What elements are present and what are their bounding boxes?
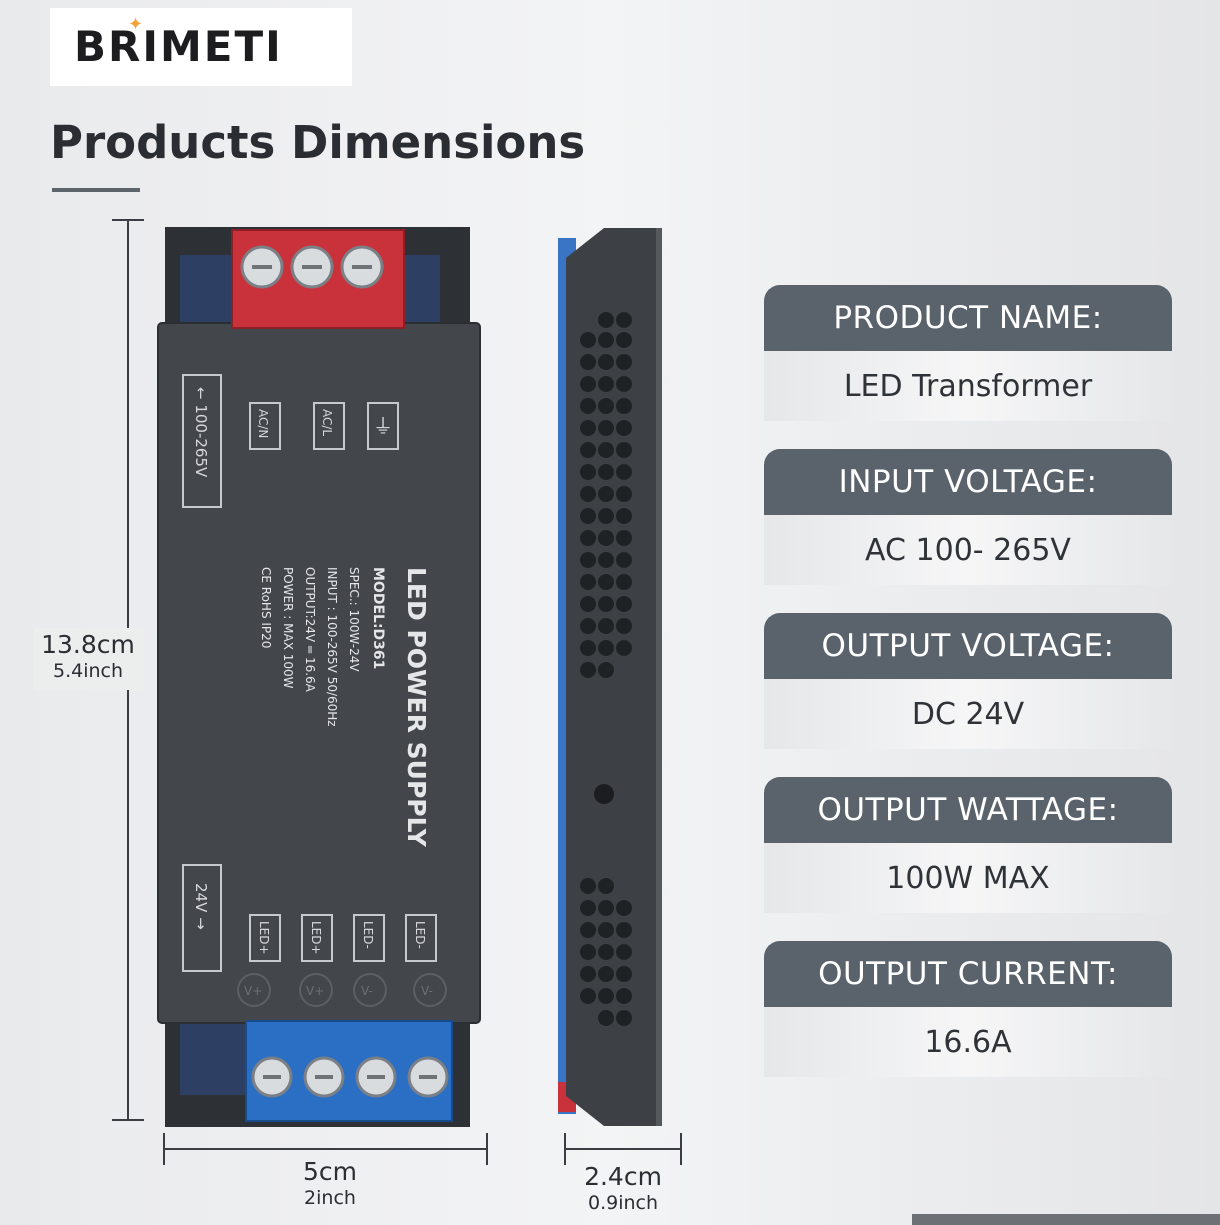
spec-card-output-current: OUTPUT CURRENT: 16.6A	[764, 941, 1172, 1077]
spec-value: AC 100- 265V	[764, 515, 1172, 585]
input-screws	[240, 245, 384, 289]
width-dim-tick-right	[486, 1133, 488, 1165]
width-dim-line	[163, 1148, 488, 1150]
side-screw	[594, 784, 614, 804]
brand-name: BRIMETI	[74, 22, 283, 71]
height-dim-bg	[34, 628, 144, 690]
spec-label: OUTPUT VOLTAGE:	[764, 613, 1172, 679]
device-spec: SPEC.: 100W-24V	[347, 567, 361, 672]
spec-value: 100W MAX	[764, 843, 1172, 913]
input-voltage-label: ← 100-265V	[192, 387, 210, 478]
device-output: OUTPUT:24V ═ 16.6A	[303, 567, 317, 693]
mark-v-minus-2: V-	[421, 984, 433, 998]
output-voltage-label: 24V →	[192, 883, 210, 930]
height-dim-tick-bottom	[112, 1119, 144, 1121]
width-inch: 2inch	[304, 1187, 356, 1209]
device-input: INPUT : 100-265V 50/60Hz	[325, 567, 339, 727]
terminal-led-minus-2: LED-	[413, 921, 427, 949]
depth-inch: 0.9inch	[587, 1192, 659, 1214]
device-cover	[158, 323, 480, 1023]
spec-label: OUTPUT CURRENT:	[764, 941, 1172, 1007]
terminal-acn: AC/N	[256, 409, 270, 438]
mark-v-plus-2: V+	[306, 984, 324, 998]
terminal-acl: AC/L	[320, 409, 334, 436]
bottom-terminal-labels: LED+ LED+ LED- LED-	[249, 914, 437, 962]
spec-value: 16.6A	[764, 1007, 1172, 1077]
bottom-terminal-marks: V+ V+ V- V-	[237, 973, 447, 1007]
spec-card-output-wattage: OUTPUT WATTAGE: 100W MAX	[764, 777, 1172, 913]
spec-card-input-voltage: INPUT VOLTAGE: AC 100- 265V	[764, 449, 1172, 585]
terminal-ground: ⏚	[373, 414, 393, 438]
device-front-view: ← 100-265V AC/N AC/L ⏚ LED POWER SUPPLY …	[157, 227, 481, 1127]
device-model: MODEL:D361	[370, 567, 386, 669]
output-label-box	[182, 864, 222, 972]
spec-card-product-name: PRODUCT NAME: LED Transformer	[764, 285, 1172, 421]
title-underline	[52, 188, 140, 192]
depth-dim-tick-right	[680, 1133, 682, 1165]
page-title: Products Dimensions	[50, 116, 586, 169]
mark-v-minus-1: V-	[361, 984, 373, 998]
bottom-edge-bar	[912, 1214, 1220, 1225]
spec-card-output-voltage: OUTPUT VOLTAGE: DC 24V	[764, 613, 1172, 749]
spec-value: LED Transformer	[764, 351, 1172, 421]
depth-cm: 2.4cm	[584, 1162, 662, 1191]
width-cm: 5cm	[302, 1157, 357, 1186]
depth-dim-line	[564, 1148, 682, 1150]
output-screws	[251, 1056, 449, 1098]
terminal-led-plus-1: LED+	[257, 921, 271, 955]
spec-label: INPUT VOLTAGE:	[764, 449, 1172, 515]
input-label-box	[182, 374, 222, 508]
side-vent-bottom	[580, 878, 632, 1026]
terminal-led-minus-1: LED-	[361, 921, 375, 949]
device-title: LED POWER SUPPLY	[402, 567, 431, 848]
height-inch: 5.4inch	[52, 660, 124, 682]
spec-label: OUTPUT WATTAGE:	[764, 777, 1172, 843]
device-certs: CE RoHS IP20	[259, 567, 273, 648]
brand-logo: BRIMETI ✦	[50, 8, 352, 86]
device-power: POWER : MAX 100W	[281, 567, 295, 689]
height-cm: 13.8cm	[41, 630, 135, 659]
terminal-led-plus-2: LED+	[309, 921, 323, 955]
spec-label: PRODUCT NAME:	[764, 285, 1172, 351]
spec-value: DC 24V	[764, 679, 1172, 749]
mark-v-plus-1: V+	[244, 984, 262, 998]
logo-star-icon: ✦	[128, 14, 144, 35]
top-terminal-labels: AC/N AC/L ⏚	[249, 402, 399, 450]
device-side-view	[558, 228, 662, 1126]
side-vent-top	[580, 312, 632, 678]
